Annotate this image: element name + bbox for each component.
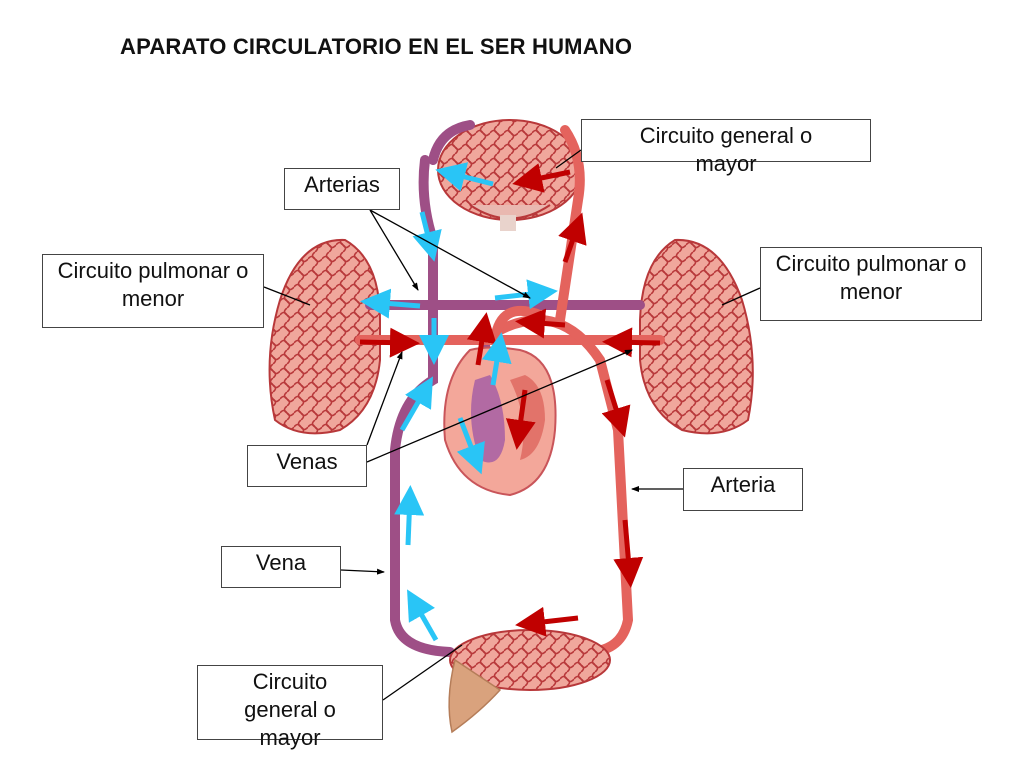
left-lung bbox=[268, 238, 381, 435]
label-text: Arterias bbox=[304, 172, 380, 197]
label-text: Circuito pulmonar o menor bbox=[775, 251, 967, 304]
leader-vena bbox=[340, 568, 385, 575]
leader-pulmonar-right bbox=[721, 287, 761, 306]
leader-pulmonar-left bbox=[263, 286, 311, 306]
label-arteria: Arteria bbox=[683, 468, 803, 511]
blue-arrow bbox=[481, 332, 512, 386]
label-text: Circuito general o mayor bbox=[244, 669, 336, 750]
label-pulmonar-left: Circuito pulmonar o menor bbox=[42, 254, 264, 328]
label-circuito-general-top: Circuito general o mayor bbox=[581, 119, 871, 176]
oxygenated-flow-arrows bbox=[359, 163, 661, 637]
leader-circuito-bottom bbox=[382, 644, 463, 701]
leader-venas-2 bbox=[366, 349, 633, 463]
blue-arrow bbox=[394, 485, 425, 546]
red-arrow bbox=[613, 519, 644, 588]
red-arrow bbox=[602, 327, 661, 358]
label-venas: Venas bbox=[247, 445, 367, 487]
red-arrow bbox=[515, 308, 566, 339]
deoxygenated-flow-arrows bbox=[360, 162, 558, 642]
label-arterias: Arterias bbox=[284, 168, 400, 210]
label-vena: Vena bbox=[221, 546, 341, 588]
blue-arrow bbox=[412, 211, 442, 262]
label-pulmonar-right: Circuito pulmonar o menor bbox=[760, 247, 982, 321]
leader-circuito-top bbox=[555, 149, 582, 169]
leader-arterias-1 bbox=[369, 209, 419, 291]
label-text: Circuito general o mayor bbox=[639, 123, 813, 176]
red-arrow bbox=[515, 606, 579, 637]
leader-lines bbox=[263, 149, 761, 701]
right-lung bbox=[639, 238, 754, 435]
blue-arrow bbox=[399, 376, 434, 432]
label-text: Vena bbox=[255, 550, 307, 575]
blue-arrow bbox=[435, 162, 494, 192]
label-circuito-general-bottom: Circuito general o mayor bbox=[197, 665, 383, 750]
red-arrow bbox=[466, 312, 497, 366]
red-arrow bbox=[558, 212, 587, 263]
blue-arrow bbox=[494, 279, 558, 310]
red-arrow bbox=[512, 163, 571, 193]
page-title: APARATO CIRCULATORIO EN EL SER HUMANO bbox=[120, 34, 633, 59]
blue-arrow bbox=[456, 417, 485, 475]
red-arrow bbox=[505, 389, 536, 450]
leader-arterias-2 bbox=[369, 209, 531, 299]
blue-arrow bbox=[407, 589, 439, 642]
blue-arrow bbox=[360, 288, 421, 319]
leader-venas-1 bbox=[366, 351, 403, 446]
label-text: Arteria bbox=[710, 472, 776, 497]
red-arrow bbox=[359, 327, 420, 358]
label-text: Venas bbox=[276, 449, 338, 474]
label-text: Circuito pulmonar o menor bbox=[57, 258, 249, 311]
red-arrow bbox=[601, 379, 631, 438]
lower-organ bbox=[448, 629, 611, 734]
